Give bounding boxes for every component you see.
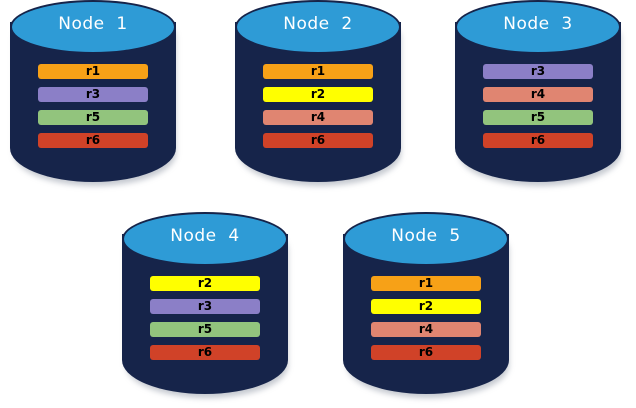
cylinder-top-ellipse: [122, 212, 288, 266]
replica-bar[interactable]: r6: [263, 133, 373, 148]
replica-bar[interactable]: r1: [371, 276, 481, 291]
node-cylinder[interactable]: Node 3 r3 r4 r5 r6: [455, 0, 621, 186]
replica-list: r2 r3 r5 r6: [150, 276, 260, 360]
node-cylinder[interactable]: Node 5 r1 r2 r4 r6: [343, 212, 509, 398]
replica-bar[interactable]: r1: [263, 64, 373, 79]
replica-bar[interactable]: r5: [483, 110, 593, 125]
replica-list: r1 r3 r5 r6: [38, 64, 148, 148]
replica-bar[interactable]: r2: [263, 87, 373, 102]
node-cylinder[interactable]: Node 2 r1 r2 r4 r6: [235, 0, 401, 186]
node-label: Node 2: [283, 14, 353, 34]
replica-list: r3 r4 r5 r6: [483, 64, 593, 148]
cylinder-top-ellipse: [235, 0, 401, 54]
replica-list: r1 r2 r4 r6: [263, 64, 373, 148]
replica-bar[interactable]: r2: [371, 299, 481, 314]
node-label: Node 1: [58, 14, 128, 34]
replica-bar[interactable]: r4: [371, 322, 481, 337]
node-label: Node 5: [391, 226, 461, 246]
replica-bar[interactable]: r5: [38, 110, 148, 125]
replica-bar[interactable]: r3: [483, 64, 593, 79]
replica-bar[interactable]: r3: [38, 87, 148, 102]
replica-bar[interactable]: r6: [483, 133, 593, 148]
node-label: Node 3: [503, 14, 573, 34]
replica-bar[interactable]: r5: [150, 322, 260, 337]
cylinder-top-ellipse: [455, 0, 621, 54]
replica-bar[interactable]: r6: [38, 133, 148, 148]
node-cylinder[interactable]: Node 1 r1 r3 r5 r6: [10, 0, 176, 186]
replica-bar[interactable]: r6: [371, 345, 481, 360]
node-label: Node 4: [170, 226, 240, 246]
node-cylinder[interactable]: Node 4 r2 r3 r5 r6: [122, 212, 288, 398]
cylinder-top-ellipse: [10, 0, 176, 54]
replica-bar[interactable]: r2: [150, 276, 260, 291]
replica-bar[interactable]: r4: [483, 87, 593, 102]
cylinder-top-ellipse: [343, 212, 509, 266]
replica-bar[interactable]: r3: [150, 299, 260, 314]
replica-bar[interactable]: r6: [150, 345, 260, 360]
replica-bar[interactable]: r1: [38, 64, 148, 79]
replica-bar[interactable]: r4: [263, 110, 373, 125]
replica-list: r1 r2 r4 r6: [371, 276, 481, 360]
